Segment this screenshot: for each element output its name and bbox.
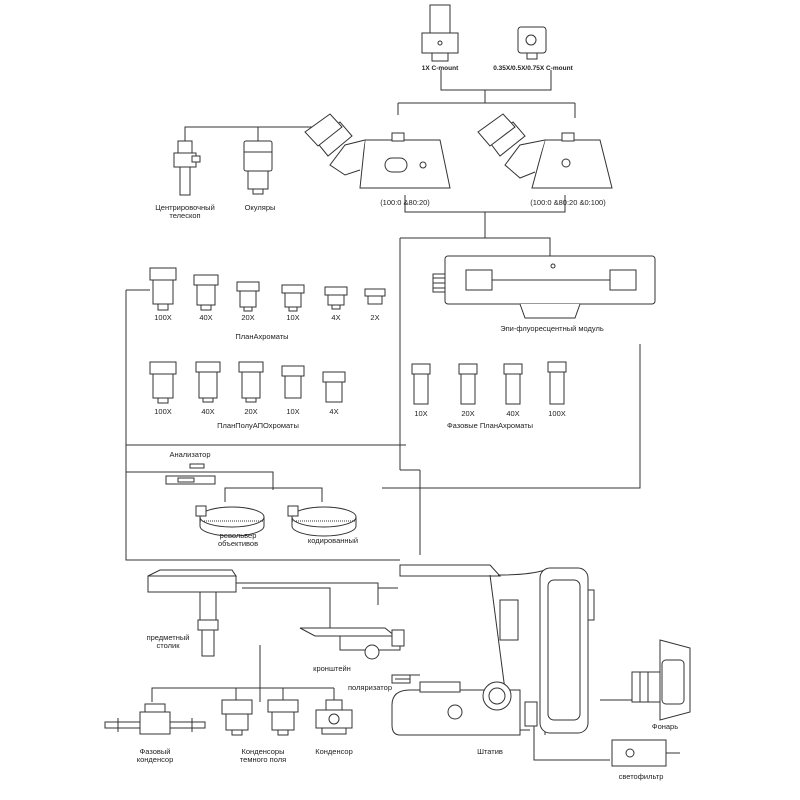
phase-objectives [411, 361, 567, 405]
polarizer-label: поляризатор [347, 683, 393, 692]
darkfield-condenser-2-icon [267, 699, 299, 736]
light-filter-label: светофильтр [618, 772, 664, 781]
head-right-ratio-label: (100:0 &80:20 &0:100) [530, 198, 606, 207]
plan-semi-apo-title: ПланПолуАПОхроматы [217, 421, 299, 430]
psa-mag-20x: 20X [244, 407, 258, 416]
camera-1x-icon [421, 4, 459, 62]
pa-mag-20x: 20X [241, 313, 255, 322]
mechanical-stage-icon [147, 569, 237, 657]
lamp-house-icon [631, 639, 691, 721]
darkfield-condenser-1-icon [221, 699, 253, 736]
centering-telescope-icon [173, 140, 201, 196]
camera-1x-label: 1X C-mount [421, 65, 459, 72]
epi-module-label: Эпи-флуоресцентный модуль [500, 324, 604, 333]
condenser-bracket-icon [299, 627, 405, 660]
objective-10x-icon [281, 284, 305, 312]
objective-100x-icon [149, 267, 177, 311]
nosepiece-label: револьвер объективов [217, 531, 259, 548]
semi-apo-objectives [149, 361, 346, 404]
ph-mag-10x: 10X [414, 409, 428, 418]
phase-plan-achromats-title: Фазовые ПланАхроматы [446, 421, 534, 430]
ph-mag-40x: 40X [506, 409, 520, 418]
phase-condenser-icon [104, 703, 206, 735]
condenser-icon [315, 699, 353, 735]
light-filter-icon [611, 739, 680, 767]
stage-label: предметный столик [146, 633, 190, 650]
objective-40x-icon [193, 274, 219, 311]
condenser-label: Конденсор [315, 747, 353, 756]
pa-mag-2x: 2X [370, 313, 380, 322]
centering-telescope-label: Центрировочный телескоп [155, 203, 215, 220]
connector-lines [125, 70, 641, 761]
objective-4x-icon [324, 286, 348, 310]
plan-achromats-title: ПланАхроматы [235, 332, 289, 341]
pa-mag-100x: 100X [154, 313, 172, 322]
psa-mag-4x: 4X [329, 407, 339, 416]
bracket-label: кронштейн [313, 664, 351, 673]
eyepieces-label: Окуляры [244, 203, 276, 212]
plan-achromat-objectives [149, 267, 386, 312]
camera-reduction-icon [517, 26, 547, 60]
stand-label: Штатив [477, 747, 503, 756]
ph-mag-100x: 100X [548, 409, 566, 418]
eyepiece-icon [243, 140, 273, 195]
psa-mag-40x: 40X [201, 407, 215, 416]
nosepiece-icon [195, 505, 265, 537]
coded-nosepiece-label: кодированный [307, 536, 359, 545]
analyzer-label: Анализатор [169, 450, 211, 459]
objective-2x-icon [364, 288, 386, 305]
pa-mag-4x: 4X [331, 313, 341, 322]
camera-reduction-label: 0.35X/0.5X/0.75X C-mount [493, 65, 573, 72]
microscope-stand-icon [391, 564, 595, 736]
analyzer-icon [165, 463, 216, 485]
psa-mag-100x: 100X [154, 407, 172, 416]
epi-fluorescence-module-icon [432, 255, 656, 319]
trinocular-head-left-icon [304, 113, 451, 189]
coded-nosepiece-icon [287, 505, 357, 537]
head-left-ratio-label: (100:0 &80:20) [380, 198, 430, 207]
trinocular-head-right-icon [477, 113, 613, 189]
psa-mag-10x: 10X [286, 407, 300, 416]
pa-mag-10x: 10X [286, 313, 300, 322]
phase-condenser-label: Фазовый конденсор [136, 747, 174, 764]
polarizer-icon [391, 674, 411, 684]
pa-mag-40x: 40X [199, 313, 213, 322]
darkfield-condensers-label: Конденсоры темного поля [239, 747, 287, 764]
objective-20x-icon [236, 281, 260, 312]
ph-mag-20x: 20X [461, 409, 475, 418]
lamp-label: Фонарь [651, 722, 679, 731]
